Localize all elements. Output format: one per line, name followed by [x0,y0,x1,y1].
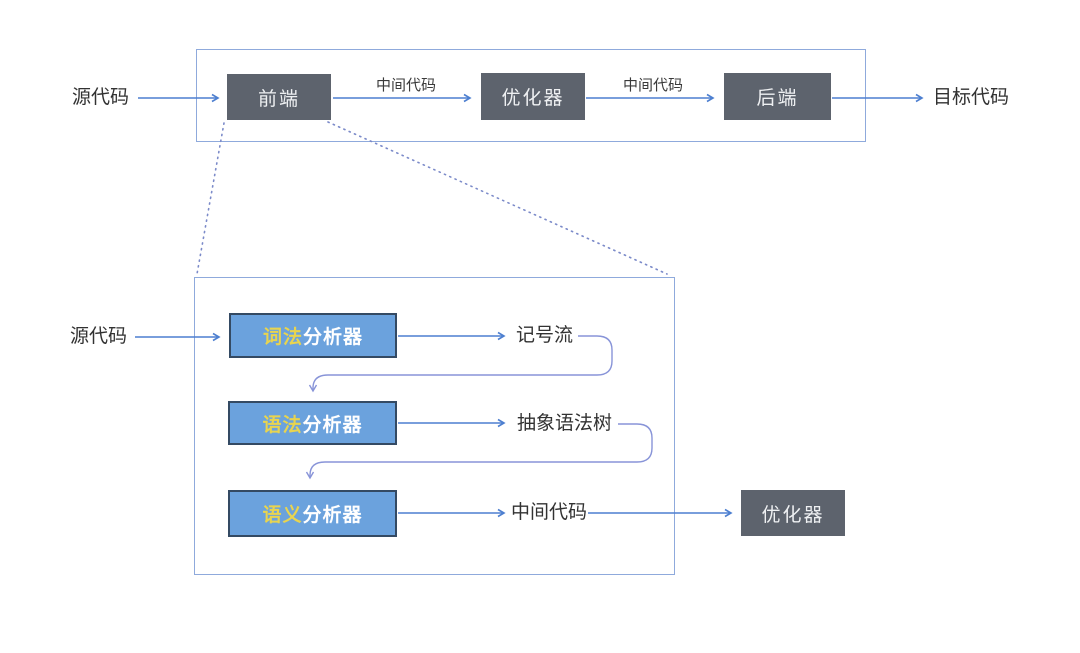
backend-box-label: 后端 [756,88,799,109]
lexical-analyzer-rest: 分析器 [303,327,364,348]
intermediate-code-label-detail: 中间代码 [511,502,588,523]
token-stream-label: 记号流 [516,325,574,346]
intermediate-code-label-left: 中间代码 [376,77,437,94]
optimizer-box-detail: 优化器 [741,490,845,536]
frontend-box: 前端 [227,74,331,120]
semantic-analyzer-highlight: 语义 [262,505,303,526]
backend-box: 后端 [724,73,831,120]
source-code-label-detail: 源代码 [70,326,128,347]
dotted-expansion-line-left [196,122,225,275]
source-code-label-top: 源代码 [72,87,130,108]
frontend-box-label: 前端 [257,88,300,110]
lexical-analyzer-highlight: 词法 [262,327,303,348]
syntax-analyzer-highlight: 语法 [262,414,303,436]
dotted-expansion-line-right [327,121,668,275]
lexical-analyzer-box: 词法分析器 [229,313,397,358]
optimizer-box-top-label: 优化器 [501,88,565,109]
abstract-syntax-tree-label: 抽象语法树 [517,413,613,434]
semantic-analyzer-box: 语义分析器 [228,490,397,537]
optimizer-box-detail-label: 优化器 [761,504,825,526]
optimizer-box-top: 优化器 [481,73,585,120]
frontend-detail-frame [194,277,675,575]
syntax-analyzer-rest: 分析器 [302,414,363,436]
syntax-analyzer-box: 语法分析器 [228,401,397,445]
semantic-analyzer-rest: 分析器 [302,505,363,526]
intermediate-code-label-right: 中间代码 [623,77,684,94]
target-code-label: 目标代码 [933,87,1010,108]
